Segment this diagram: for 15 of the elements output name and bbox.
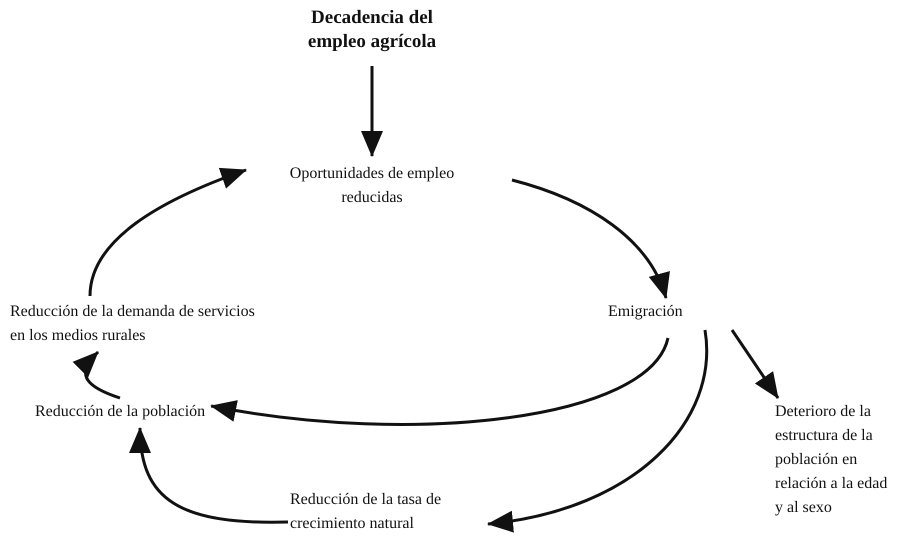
node-text: Reducción de la demanda de servicios en los medios rurales bbox=[10, 302, 256, 346]
node-text: Reducción de la tasa de crecimiento natural bbox=[290, 490, 442, 534]
node-text: Deterioro de la estructura de la población en relación a la edad y al sexo bbox=[775, 402, 888, 518]
arrow bbox=[210, 337, 670, 426]
node-text: Oportunidades de empleo reducidas bbox=[288, 164, 456, 208]
arrow bbox=[730, 329, 780, 399]
arrow bbox=[512, 178, 668, 299]
node-text: Emigración bbox=[608, 302, 683, 322]
arrow bbox=[88, 168, 247, 296]
heading-text: Decadencia del empleo agrícola bbox=[306, 6, 438, 54]
arrow bbox=[72, 350, 120, 400]
arrow bbox=[487, 330, 708, 532]
arrow bbox=[361, 66, 383, 157]
arrow bbox=[130, 427, 288, 524]
node-text: Reducción de la población bbox=[35, 402, 206, 422]
